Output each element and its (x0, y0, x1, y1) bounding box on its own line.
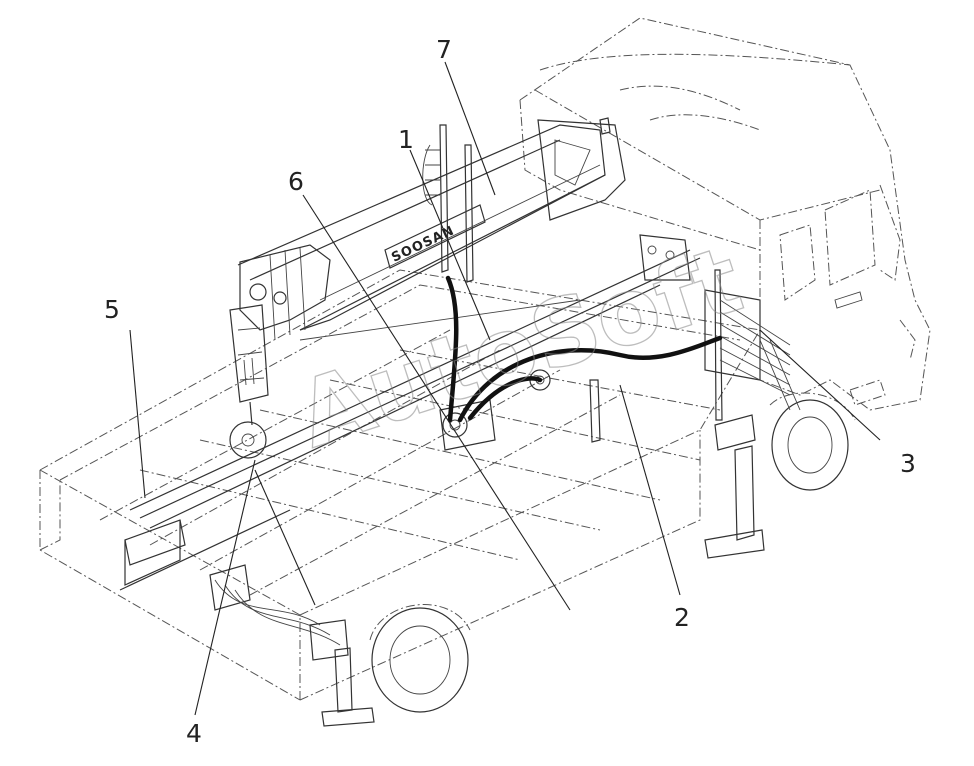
leader-1 (409, 149, 491, 341)
callout-6: 6 (288, 167, 304, 196)
leader-4b (194, 459, 256, 716)
crane-hook-block (229, 304, 269, 459)
hydraulic-hose-lines (445, 275, 723, 423)
front-wheel (769, 392, 856, 491)
pto-pump (439, 369, 601, 451)
brand-label: SOOSAN (389, 223, 457, 265)
callout-1: 1 (398, 125, 414, 154)
callout-4: 4 (186, 719, 202, 748)
callout-5: 5 (104, 295, 120, 324)
boom-rails (119, 249, 701, 591)
truck-cab (519, 17, 931, 411)
leader-6 (302, 194, 571, 611)
watermark-text: AutoSoft (286, 226, 754, 469)
rear-hoses (209, 564, 349, 661)
leader-lines (129, 61, 881, 716)
leader-3 (759, 329, 881, 441)
leader-2 (619, 384, 681, 596)
outrigger-front (704, 269, 765, 559)
callout-3: 3 (900, 449, 916, 478)
callout-numbers: 7 1 6 5 3 2 4 (104, 35, 916, 748)
outrigger-rear (321, 647, 375, 727)
callout-7: 7 (436, 35, 452, 64)
rear-wheel (369, 604, 471, 713)
callout-2: 2 (674, 603, 690, 632)
leader-7 (444, 61, 496, 196)
leader-4a (254, 469, 316, 606)
crane-mast (422, 117, 626, 283)
leader-5 (129, 329, 146, 499)
